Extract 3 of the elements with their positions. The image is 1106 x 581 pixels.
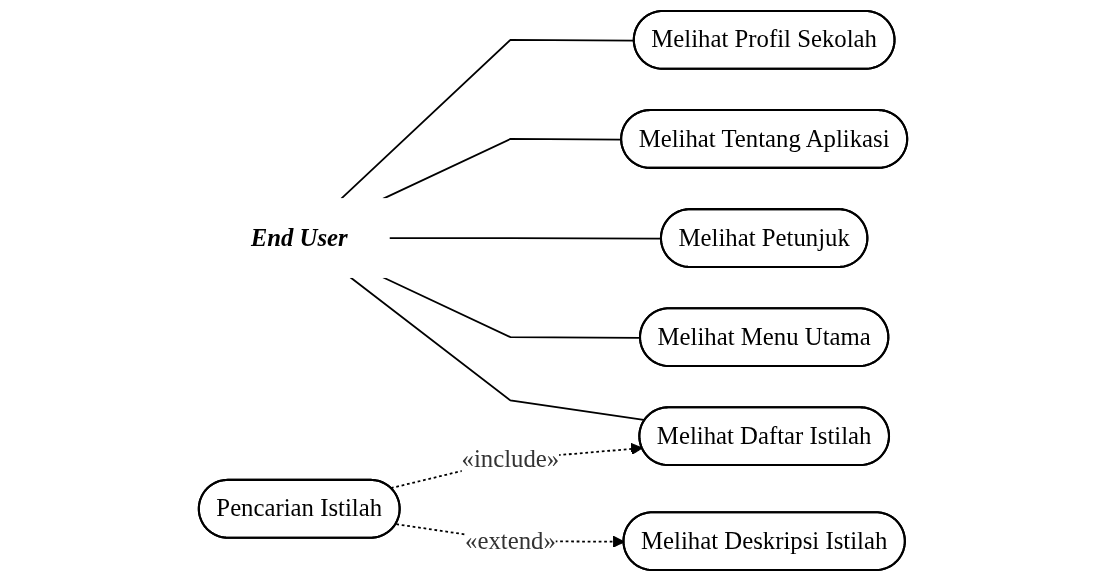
- edge-label: «include»: [461, 444, 560, 473]
- edge-label: «extend»: [465, 526, 556, 555]
- node-text: End User: [250, 223, 348, 252]
